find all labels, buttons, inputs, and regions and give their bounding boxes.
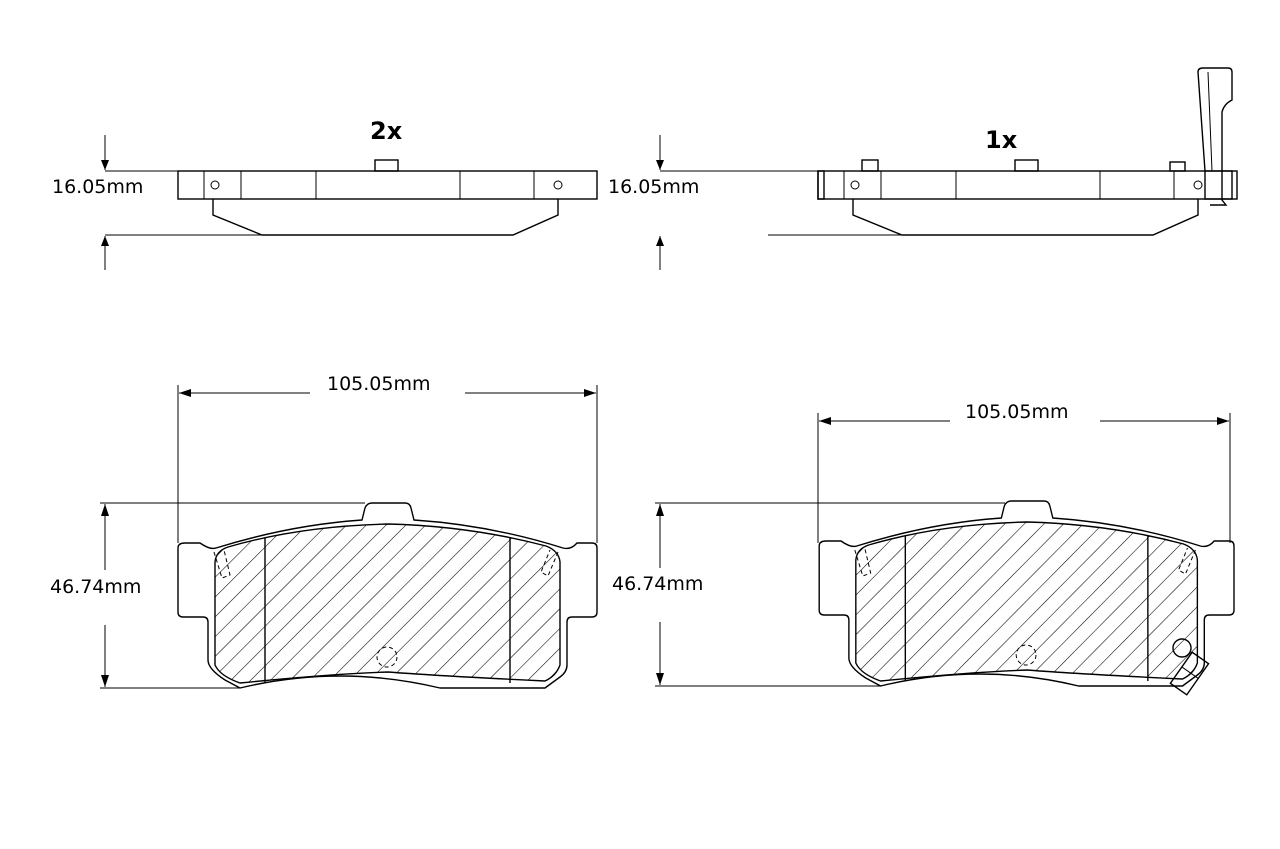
right-front-view bbox=[655, 413, 1235, 696]
thickness-dimension: 16.05mm bbox=[52, 176, 143, 198]
left-top-view bbox=[101, 135, 598, 270]
quantity-label: 1x bbox=[985, 126, 1018, 154]
right-top-view bbox=[817, 67, 1238, 236]
quantity-label: 2x bbox=[370, 117, 403, 145]
height-dimension: 46.74mm bbox=[50, 576, 141, 598]
left-front-view bbox=[100, 385, 598, 689]
width-dimension: 105.05mm bbox=[327, 373, 431, 395]
height-dimension: 46.74mm bbox=[612, 573, 703, 595]
width-dimension: 105.05mm bbox=[965, 401, 1069, 423]
thickness-dimension: 16.05mm bbox=[608, 176, 699, 198]
wear-sensor-icon bbox=[1169, 651, 1210, 696]
